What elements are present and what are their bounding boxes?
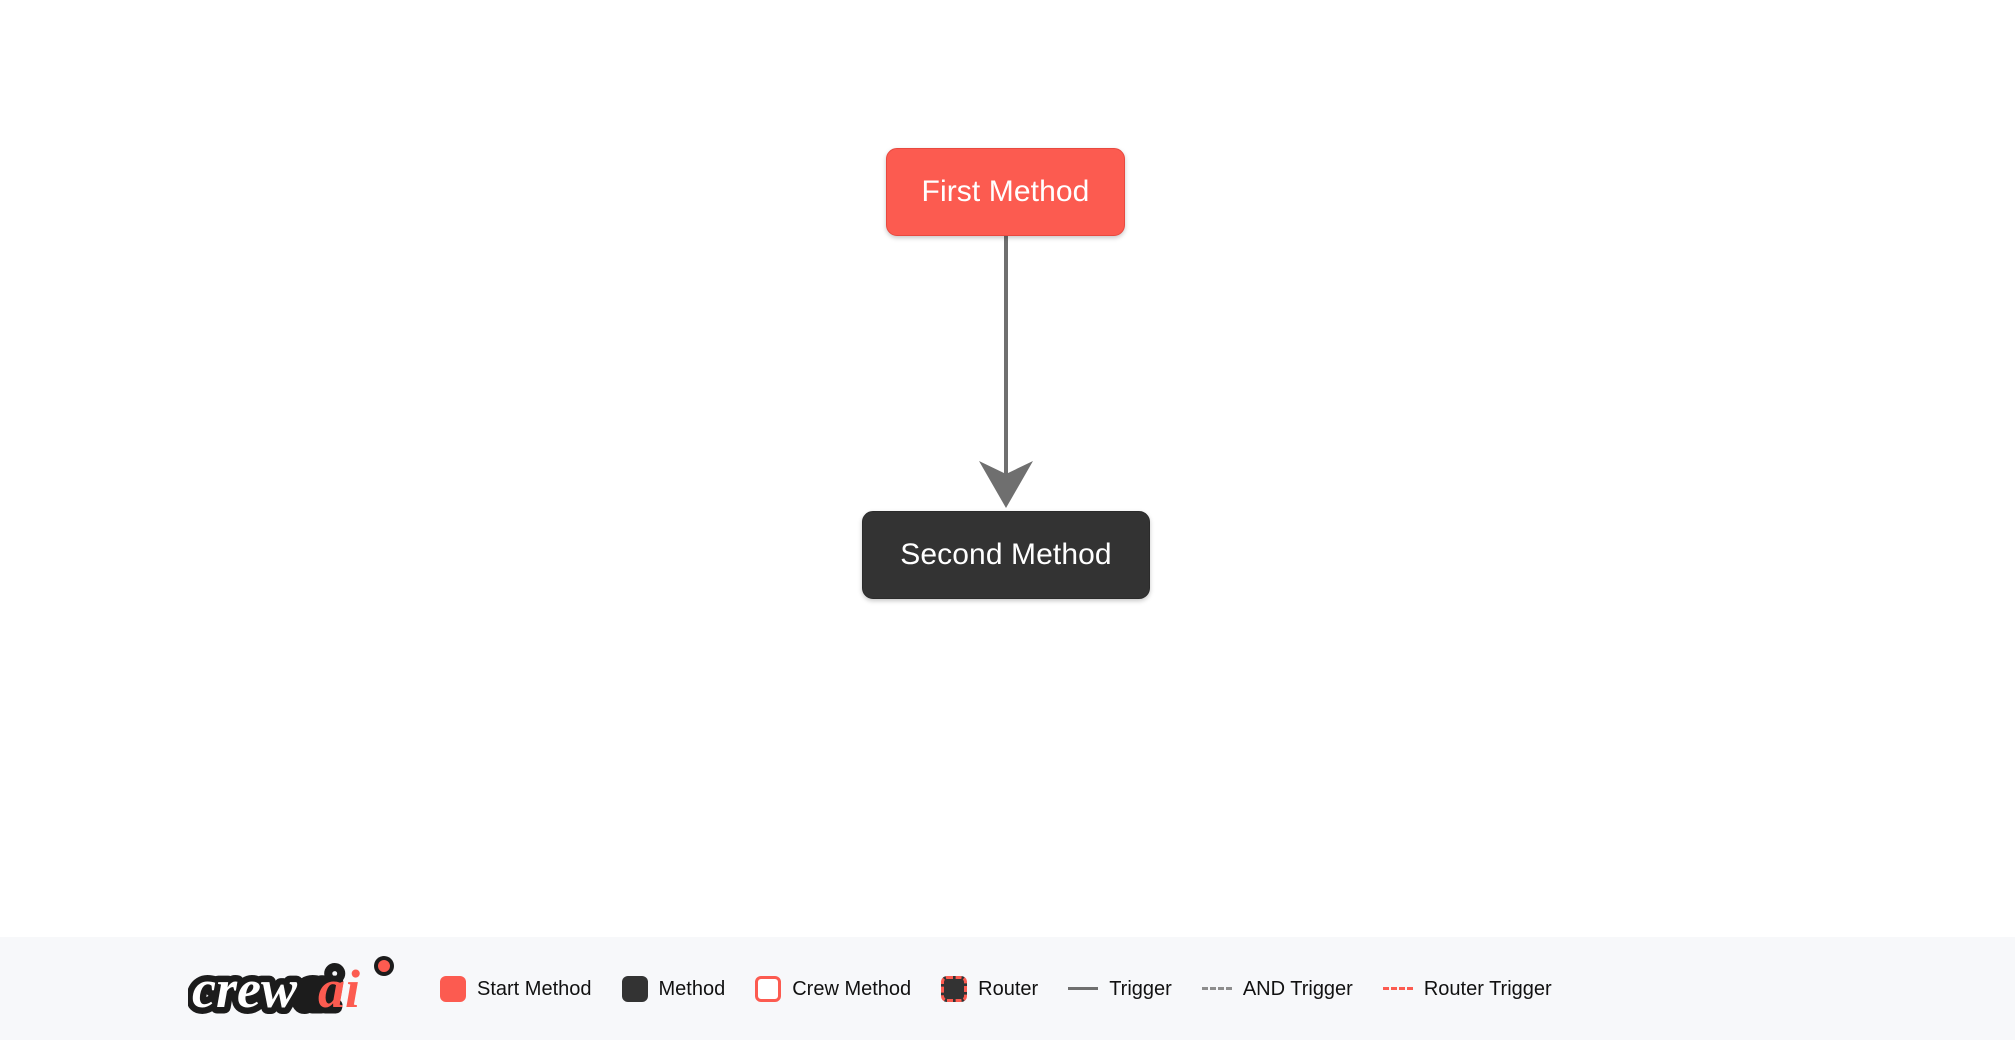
legend-label: Router	[978, 977, 1039, 1000]
legend-items: Start Method Method Crew Method Router T…	[440, 975, 1552, 1002]
legend-label: Crew Method	[792, 977, 912, 1000]
edge-layer	[979, 236, 1033, 508]
arrowhead-icon	[979, 461, 1033, 508]
legend-label: Router Trigger	[1423, 977, 1552, 1000]
start-method-swatch-icon	[440, 975, 466, 1002]
crew-method-swatch-icon	[755, 975, 782, 1002]
edge-first-to-second	[979, 236, 1033, 508]
and-trigger-line-icon	[1201, 987, 1232, 990]
legend-item-method[interactable]: Method	[621, 975, 726, 1002]
trigger-line-icon	[1068, 987, 1099, 990]
flow-node-label: First Method	[921, 175, 1090, 208]
legend-item-trigger[interactable]: Trigger	[1068, 979, 1172, 999]
legend-item-router[interactable]: Router	[941, 975, 1039, 1002]
legend-bar: crewai crew crew ai Start Method Method …	[0, 937, 2015, 1040]
logo-ai-text: ai	[318, 959, 360, 1019]
legend-label: Trigger	[1109, 977, 1172, 1000]
flow-node-label: Second Method	[900, 538, 1112, 571]
logo-outline: crewai	[192, 959, 339, 1019]
legend-label: Method	[658, 977, 726, 1000]
router-swatch-icon	[941, 975, 968, 1002]
logo-crew-text: crew	[192, 959, 298, 1019]
crewai-logo: crewai crew crew ai	[188, 953, 394, 1025]
method-swatch-icon	[621, 975, 648, 1002]
flow-node-first-method[interactable]: First Method	[886, 148, 1125, 236]
flow-node-second-method[interactable]: Second Method	[862, 511, 1150, 599]
legend-label: AND Trigger	[1242, 977, 1353, 1000]
legend-item-crew-method[interactable]: Crew Method	[755, 975, 912, 1002]
legend-item-router-trigger[interactable]: Router Trigger	[1382, 977, 1552, 1000]
legend-item-start-method[interactable]: Start Method	[440, 975, 592, 1002]
legend-label: Start Method	[477, 977, 592, 1000]
flow-canvas[interactable]: First Method Second Method	[0, 0, 2015, 937]
legend-item-and-trigger[interactable]: AND Trigger	[1201, 977, 1353, 1000]
router-trigger-line-icon	[1382, 987, 1413, 990]
